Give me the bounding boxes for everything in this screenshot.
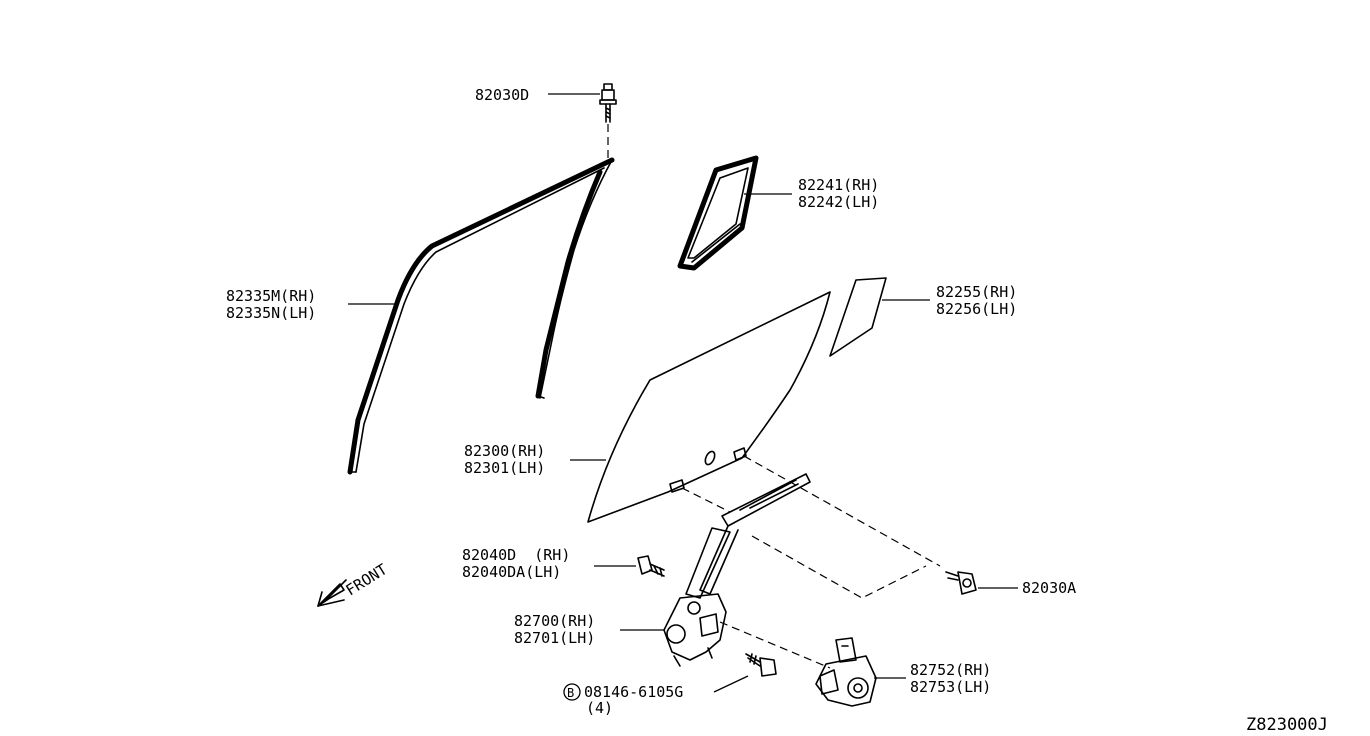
callout-82701: 82701(LH) (514, 629, 595, 647)
callout-82040d: 82040D (RH) (462, 546, 570, 564)
callout-82242: 82242(LH) (798, 193, 879, 211)
sash-run-part (347, 157, 615, 475)
bolt-82030a-part (945, 571, 977, 595)
bolt-82030d-part (599, 83, 617, 160)
callout-82040da: 82040DA(LH) (462, 563, 561, 581)
callout-82255: 82255(RH) (936, 283, 1017, 301)
alignment-dashes (681, 455, 941, 669)
screw-part (745, 653, 777, 677)
leader-lines (348, 93, 1018, 693)
motor-part (815, 637, 877, 707)
callout-82752: 82752(RH) (910, 661, 991, 679)
callout-08146-qty: (4) (586, 699, 613, 717)
callout-82030d: 82030D (475, 86, 529, 104)
regulator-part (663, 473, 811, 667)
quarter-film-part (829, 277, 887, 357)
callout-82030a: 82030A (1022, 579, 1076, 597)
callout-82241: 82241(RH) (798, 176, 879, 194)
diagram-code: Z823000J (1246, 715, 1328, 735)
door-glass-part (587, 291, 831, 523)
callout-08146: 08146-6105G (584, 683, 683, 701)
callout-82256: 82256(LH) (936, 300, 1017, 318)
screw-symbol-badge: B (563, 683, 581, 701)
bolt-82040d-part (637, 555, 665, 577)
callout-82300: 82300(RH) (464, 442, 545, 460)
quarter-glass-part (677, 155, 759, 271)
callout-82301: 82301(LH) (464, 459, 545, 477)
front-label: FRONT (343, 560, 391, 599)
front-arrow-icon (317, 579, 347, 607)
screw-symbol: B (567, 686, 574, 700)
callout-82753: 82753(LH) (910, 678, 991, 696)
callout-82335m: 82335M(RH) (226, 287, 316, 305)
callout-82700: 82700(RH) (514, 612, 595, 630)
callout-82335n: 82335N(LH) (226, 304, 316, 322)
